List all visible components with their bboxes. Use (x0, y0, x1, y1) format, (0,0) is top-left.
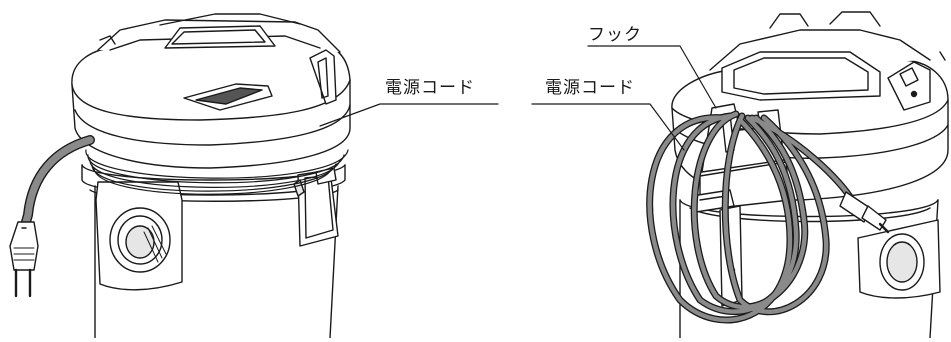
power-cord-label-left: 電源コード (385, 78, 475, 98)
left-cord-coil (85, 149, 349, 195)
right-intake-port (857, 219, 941, 299)
right-cord-loops (646, 110, 890, 324)
hook-label: フック (588, 25, 642, 45)
left-intake-port (95, 181, 183, 291)
left-vacuum-figure (9, 13, 499, 339)
left-cord-plug (9, 135, 95, 298)
power-cord-label-right: 電源コード (545, 78, 635, 98)
left-head-unit (71, 13, 351, 169)
right-vacuum-figure (531, 11, 949, 339)
hook-leader (587, 45, 717, 109)
left-cord-leader (319, 103, 499, 127)
right-cord-leader (531, 103, 685, 151)
